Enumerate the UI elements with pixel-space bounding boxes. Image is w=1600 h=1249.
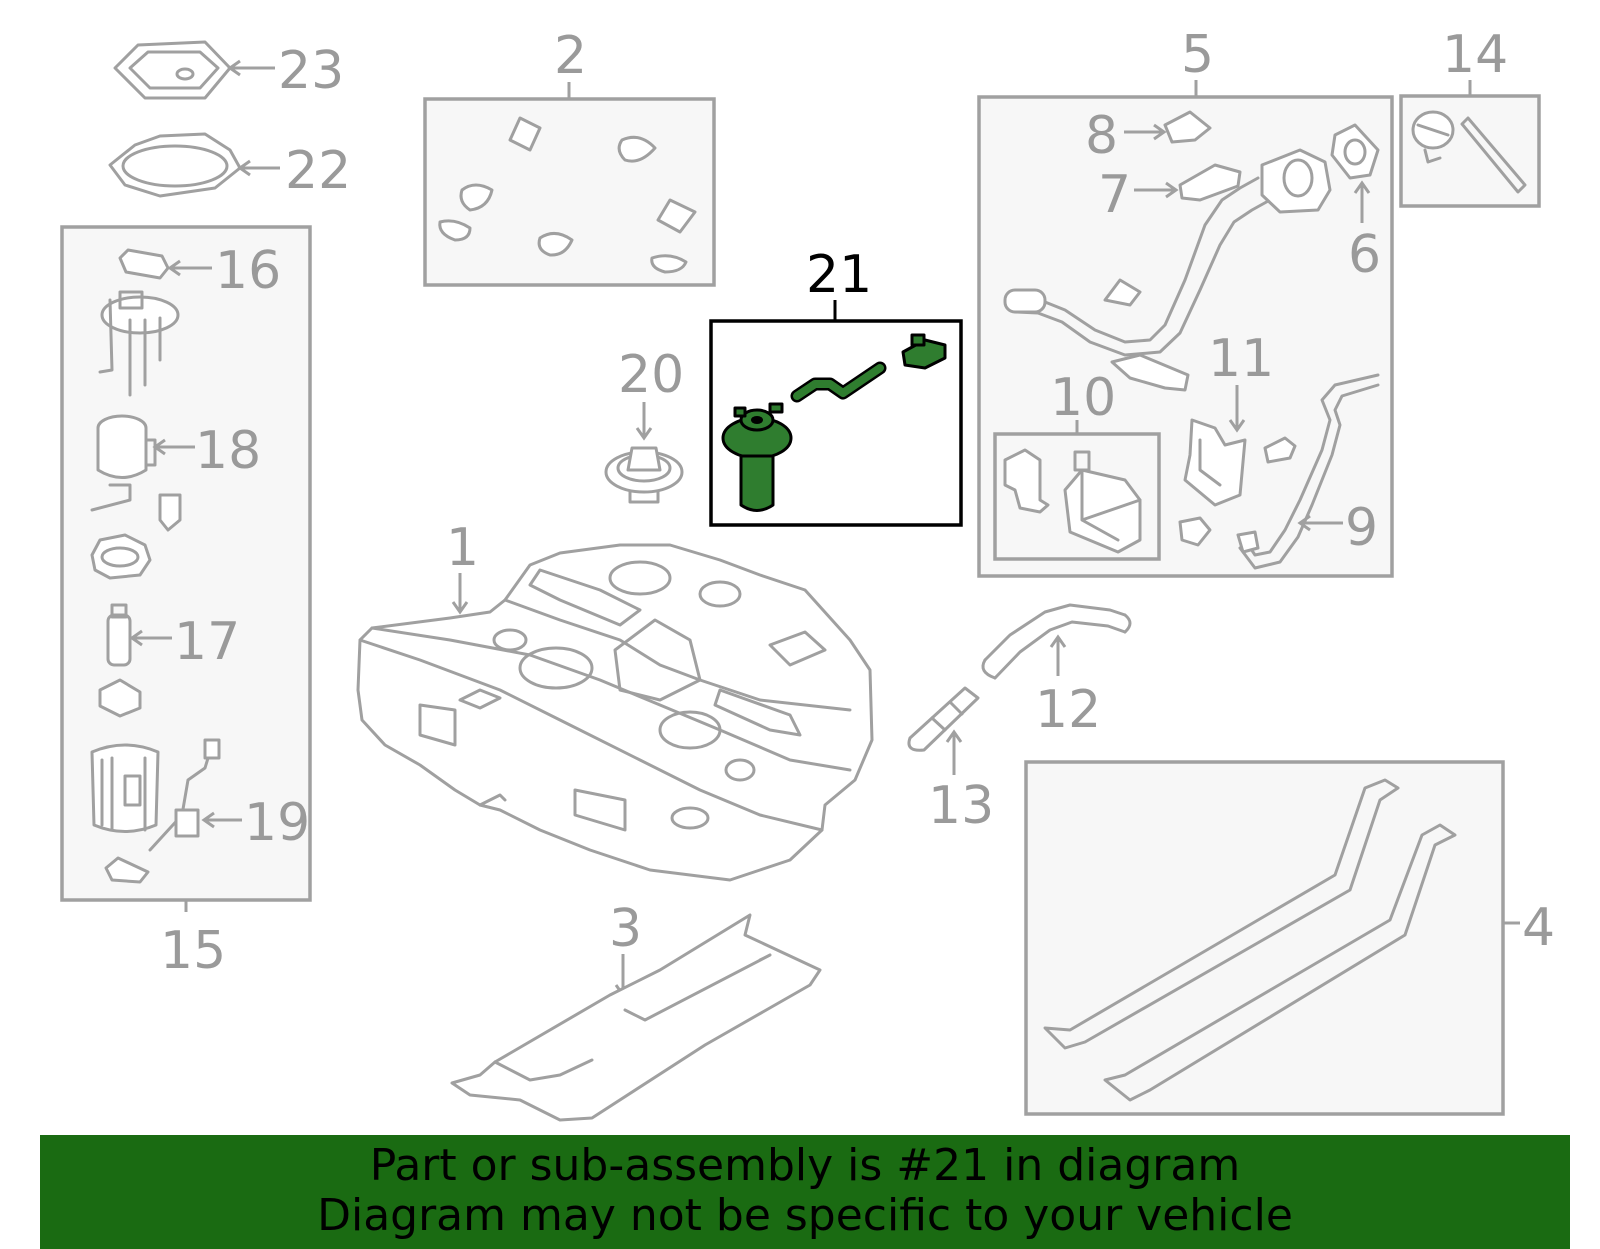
- part-19-sender: [104, 738, 242, 884]
- part-5-filler-neck: [1003, 148, 1332, 357]
- banner-line-2: Diagram may not be specific to your vehi…: [317, 1190, 1293, 1241]
- callout-1: 1: [446, 518, 479, 578]
- callout-17: 17: [174, 612, 240, 672]
- part-18-filter: [90, 414, 195, 532]
- callout-10: 10: [1050, 368, 1116, 428]
- part-8-clip: [1124, 110, 1212, 144]
- callout-15: 15: [160, 921, 226, 981]
- part-10-canister: [1003, 448, 1142, 554]
- banner-line-1: Part or sub-assembly is #21 in diagram: [369, 1140, 1241, 1191]
- part-15-flange: [98, 290, 180, 397]
- part-17-regulator: [98, 603, 172, 718]
- part-20-cap: [604, 402, 684, 504]
- callout-23: 23: [278, 41, 344, 101]
- callout-5: 5: [1181, 25, 1214, 85]
- callout-11: 11: [1208, 329, 1274, 389]
- callout-8: 8: [1085, 106, 1118, 166]
- callout-20: 20: [618, 345, 684, 405]
- callout-14: 14: [1442, 25, 1508, 85]
- part-6-gasket: [1330, 123, 1380, 223]
- callout-19: 19: [244, 793, 310, 853]
- callout-7: 7: [1098, 165, 1131, 225]
- callout-22: 22: [285, 141, 351, 201]
- callout-16: 16: [215, 241, 281, 301]
- callout-21: 21: [806, 245, 872, 305]
- part-2-pads: [438, 116, 697, 274]
- part-7-bracket: [1134, 163, 1242, 202]
- part-1-fuel-tank: [356, 543, 874, 882]
- part-5-bracket: [1110, 353, 1190, 392]
- part-12-hose: [981, 603, 1132, 680]
- part-14-filler-cap: [1411, 110, 1527, 194]
- callout-4: 4: [1522, 898, 1555, 958]
- info-banner: Part or sub-assembly is #21 in diagram D…: [40, 1135, 1570, 1249]
- part-11-bracket: [1178, 418, 1297, 547]
- callout-9: 9: [1345, 498, 1378, 558]
- part-22-lock-ring: [108, 132, 280, 198]
- part-15-retainer: [90, 533, 152, 580]
- callout-18: 18: [195, 421, 261, 481]
- part-23-gasket: [113, 40, 275, 100]
- part-15-canister: [90, 743, 160, 833]
- callout-6: 6: [1348, 225, 1381, 285]
- part-9-hose: [1236, 373, 1380, 570]
- callout-2: 2: [554, 26, 587, 86]
- part-21-fuel-vent-valve: [721, 333, 947, 512]
- callout-13: 13: [928, 776, 994, 836]
- callout-3: 3: [609, 899, 642, 959]
- part-13-hose: [907, 686, 980, 775]
- part-3-heat-shield: [450, 913, 822, 1122]
- callout-12: 12: [1035, 680, 1101, 740]
- part-4-straps: [1043, 778, 1457, 1102]
- part-16-connector: [118, 248, 212, 280]
- part-14-box: [1399, 94, 1541, 208]
